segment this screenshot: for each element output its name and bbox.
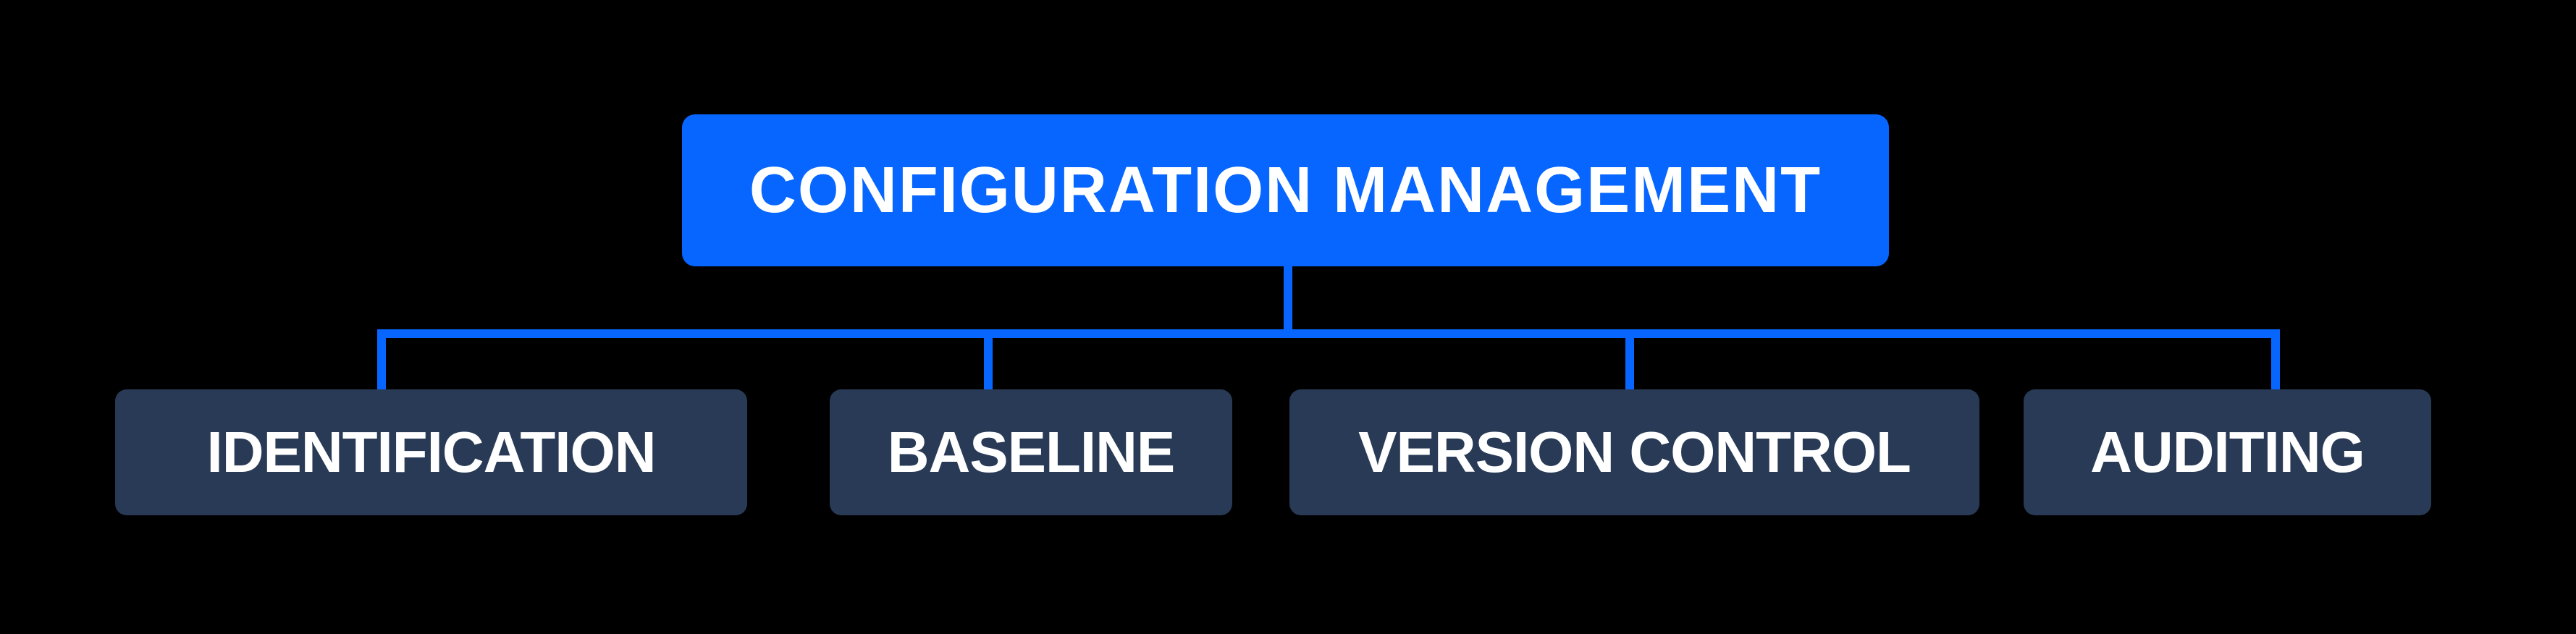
connector-horizontal-rail bbox=[377, 329, 2280, 338]
node-auditing: AUDITING bbox=[2024, 389, 2431, 515]
node-configuration-management: CONFIGURATION MANAGEMENT bbox=[682, 114, 1889, 266]
node-label: BASELINE bbox=[887, 420, 1175, 484]
node-baseline: BASELINE bbox=[830, 389, 1232, 515]
connector-root-stem bbox=[1284, 266, 1292, 333]
node-version-control: VERSION CONTROL bbox=[1289, 389, 1979, 515]
connector-drop-identification bbox=[377, 329, 386, 391]
connector-drop-baseline bbox=[984, 329, 993, 391]
node-identification: IDENTIFICATION bbox=[115, 389, 747, 515]
node-label: IDENTIFICATION bbox=[206, 420, 656, 484]
connector-drop-version-control bbox=[1625, 329, 1634, 391]
node-label: AUDITING bbox=[2090, 420, 2365, 484]
node-label: VERSION CONTROL bbox=[1358, 420, 1911, 484]
node-label: CONFIGURATION MANAGEMENT bbox=[749, 153, 1822, 227]
connector-drop-auditing bbox=[2271, 329, 2280, 391]
